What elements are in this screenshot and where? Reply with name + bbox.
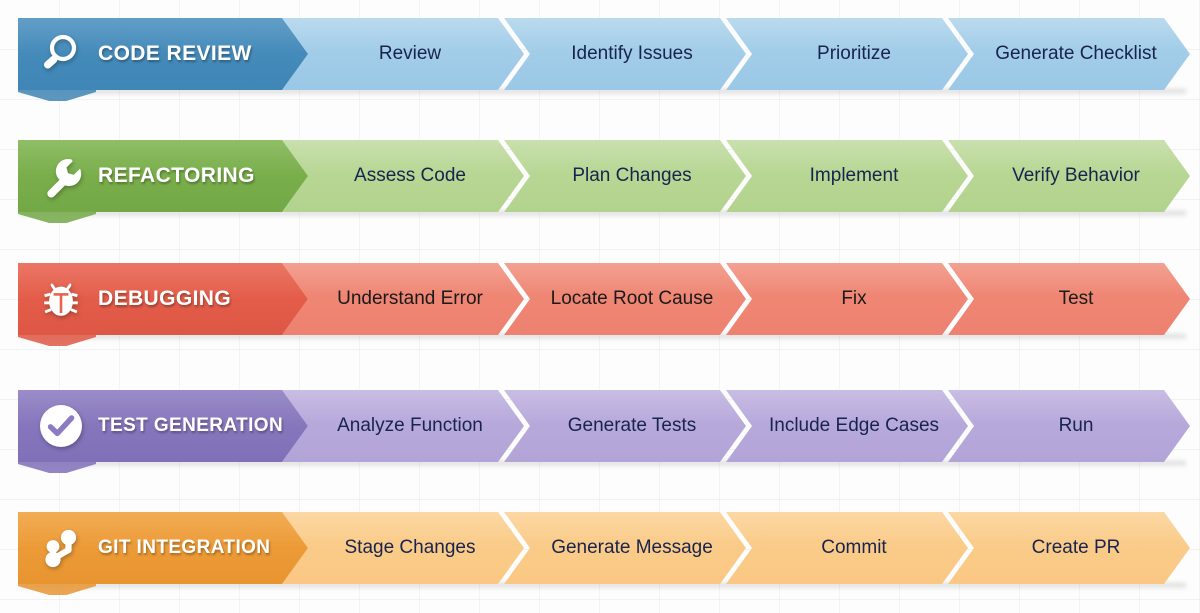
row-label-git-integration[interactable]: GIT INTEGRATION [18, 512, 308, 584]
step-label: Verify Behavior [1012, 165, 1140, 186]
workflow-row-code-review[interactable]: CODE REVIEW Review Identify Issues Prioriti… [18, 18, 1190, 90]
row-label-debugging[interactable]: DEBUGGING [18, 263, 308, 335]
step-label: Generate Message [551, 537, 713, 558]
step-label: Test [1058, 288, 1094, 309]
row-shadow [20, 461, 1186, 468]
step-chevron-debugging-2[interactable]: Fix [726, 263, 968, 335]
step-label: Identify Issues [571, 43, 693, 64]
step-chevron-git-integration-0[interactable]: Stage Changes [282, 512, 524, 584]
step-chevron-test-generation-0[interactable]: Analyze Function [282, 390, 524, 462]
step-chevron-code-review-3[interactable]: Generate Checklist [948, 18, 1190, 90]
step-chevron-debugging-0[interactable]: Understand Error [282, 263, 524, 335]
step-chevron-test-generation-1[interactable]: Generate Tests [504, 390, 746, 462]
step-chevron-git-integration-3[interactable]: Create PR [948, 512, 1190, 584]
row-tail-code-review [18, 89, 96, 101]
step-label: Stage Changes [344, 537, 476, 558]
row-label-code-review[interactable]: CODE REVIEW [18, 18, 308, 90]
row-steps-git-integration: Stage Changes Generate Message Commit Creat… [282, 512, 1190, 584]
row-steps-code-review: Review Identify Issues Prioritize Generate … [282, 18, 1190, 90]
step-label: Understand Error [337, 288, 483, 309]
row-label-text: TEST GENERATION [98, 415, 284, 436]
step-chevron-code-review-1[interactable]: Identify Issues [504, 18, 746, 90]
row-tail-test-generation [18, 461, 96, 473]
row-label-text: CODE REVIEW [98, 42, 252, 65]
step-chevron-debugging-3[interactable]: Test [948, 263, 1190, 335]
step-label: Generate Checklist [995, 43, 1157, 64]
step-label: Fix [841, 288, 867, 309]
magnifier-icon [38, 31, 84, 77]
row-label-refactoring[interactable]: REFACTORING [18, 140, 308, 212]
step-label: Review [378, 43, 442, 64]
workflow-row-git-integration[interactable]: GIT INTEGRATION Stage Changes Generate Mes… [18, 512, 1190, 584]
step-label: Implement [809, 165, 899, 186]
row-tail-refactoring [18, 211, 96, 223]
workflow-row-refactoring[interactable]: REFACTORING Assess Code Plan Changes Implem… [18, 140, 1190, 212]
row-label-text: DEBUGGING [98, 287, 232, 310]
step-label: Run [1058, 415, 1094, 436]
step-label: Locate Root Cause [550, 288, 714, 309]
row-label-test-generation[interactable]: TEST GENERATION [18, 390, 308, 462]
step-chevron-refactoring-2[interactable]: Implement [726, 140, 968, 212]
step-label: Include Edge Cases [768, 415, 940, 436]
workflow-row-debugging[interactable]: DEBUGGING Understand Error Locate Root Cau… [18, 263, 1190, 335]
step-chevron-test-generation-3[interactable]: Run [948, 390, 1190, 462]
row-steps-debugging: Understand Error Locate Root Cause Fix Test [282, 263, 1190, 335]
step-chevron-test-generation-2[interactable]: Include Edge Cases [726, 390, 968, 462]
step-label: Assess Code [354, 165, 466, 186]
check-circle-icon [38, 403, 84, 449]
step-chevron-refactoring-3[interactable]: Verify Behavior [948, 140, 1190, 212]
step-chevron-git-integration-2[interactable]: Commit [726, 512, 968, 584]
row-shadow [20, 583, 1186, 590]
row-shadow [20, 211, 1186, 218]
step-chevron-code-review-0[interactable]: Review [282, 18, 524, 90]
row-shadow [20, 89, 1186, 96]
step-label: Prioritize [817, 43, 891, 64]
row-tail-git-integration [18, 583, 96, 595]
step-label: Generate Tests [567, 415, 697, 436]
row-label-text: GIT INTEGRATION [98, 537, 271, 558]
step-label: Commit [821, 537, 887, 558]
row-label-text: REFACTORING [98, 164, 255, 187]
step-label: Plan Changes [572, 165, 692, 186]
step-chevron-code-review-2[interactable]: Prioritize [726, 18, 968, 90]
step-chevron-debugging-1[interactable]: Locate Root Cause [504, 263, 746, 335]
step-label: Analyze Function [337, 415, 483, 436]
step-chevron-git-integration-1[interactable]: Generate Message [504, 512, 746, 584]
wrench-icon [38, 153, 84, 199]
workflow-row-test-generation[interactable]: TEST GENERATION Analyze Function Generate … [18, 390, 1190, 462]
step-chevron-refactoring-1[interactable]: Plan Changes [504, 140, 746, 212]
row-shadow [20, 334, 1186, 341]
row-tail-debugging [18, 334, 96, 346]
git-branch-icon [38, 525, 84, 571]
row-steps-refactoring: Assess Code Plan Changes Implement Verify B… [282, 140, 1190, 212]
row-steps-test-generation: Analyze Function Generate Tests Include Ed… [282, 390, 1190, 462]
step-chevron-refactoring-0[interactable]: Assess Code [282, 140, 524, 212]
bug-icon [38, 276, 84, 322]
step-label: Create PR [1031, 537, 1121, 558]
